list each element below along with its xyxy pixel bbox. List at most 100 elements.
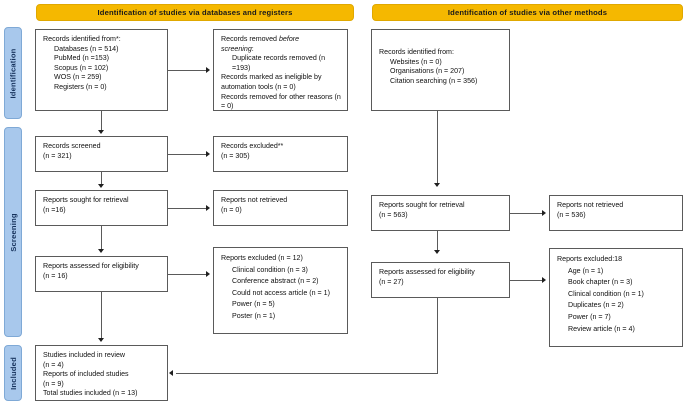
connector-sought-to-not-retrieved-other [510, 213, 543, 214]
box-reports-sought-retrieval-other: Reports sought for retrieval (n = 563) [371, 195, 510, 231]
box-line: Reports assessed for eligibility [379, 268, 475, 276]
box-line: (n = 536) [557, 210, 586, 219]
box-item: Clinical condition (n = 1) [568, 289, 644, 298]
box-item: Websites (n = 0) [390, 57, 442, 66]
box-line: (n = 27) [379, 277, 404, 286]
box-item: Could not access article (n = 1) [232, 288, 330, 297]
arrowhead-right [206, 67, 210, 73]
box-line: (n = 0) [221, 205, 242, 214]
stage-label-text: Identification [8, 47, 18, 99]
box-line: Total studies included (n = 13) [43, 389, 138, 398]
connector-screened-to-excluded [168, 154, 207, 155]
box-records-removed-before-screening: Records removed before screening: Duplic… [213, 29, 348, 111]
box-records-identified-other: Records identified from: Websites (n = 0… [371, 29, 510, 111]
box-line: Reports of included studies [43, 370, 129, 379]
band-label: Identification of studies via other meth… [447, 8, 608, 17]
box-item: Scopus (n = 102) [54, 63, 109, 72]
arrowhead-right [542, 210, 546, 216]
box-item: Conference abstract (n = 2) [232, 277, 319, 286]
stage-label-included: Included [4, 345, 22, 401]
box-records-screened: Records screened (n = 321) [35, 136, 168, 172]
box-title-emphasis2: screening [221, 44, 252, 53]
connector-sought-to-assessed [101, 226, 102, 250]
box-title-post: : [251, 44, 254, 53]
box-line: (n = 9) [43, 379, 64, 388]
box-item: Book chapter (n = 3) [568, 278, 633, 287]
box-line: Records screened [43, 142, 101, 150]
arrowhead-right [206, 271, 210, 277]
connector-identified-to-removed [168, 70, 207, 71]
box-item: Poster (n = 1) [232, 311, 276, 320]
connector-assessed-to-excluded [168, 274, 207, 275]
connector-sought-to-not-retrieved [168, 208, 207, 209]
connector-identified-to-screened [101, 111, 102, 131]
box-title-line1: Records removed before [221, 35, 341, 45]
box-reports-excluded-databases: Reports excluded (n = 12) Clinical condi… [213, 247, 348, 334]
box-line: (n = 563) [379, 210, 408, 219]
box-item: WOS (n = 259) [54, 73, 102, 82]
connector-assessed-to-excluded-other [510, 280, 543, 281]
box-line: Reports sought for retrieval [43, 196, 129, 204]
box-title-line2: screening: [221, 45, 341, 55]
box-line: (n = 4) [43, 360, 64, 369]
box-reports-excluded-other: Reports excluded:18 Age (n = 1) Book cha… [549, 248, 683, 347]
box-reports-assessed-eligibility-other: Reports assessed for eligibility (n = 27… [371, 262, 510, 298]
connector-other-to-included-horizontal [176, 373, 438, 374]
box-item: Records marked as ineligible by automati… [221, 73, 322, 91]
box-line: (n =16) [43, 205, 66, 214]
box-reports-assessed-eligibility-databases: Reports assessed for eligibility (n = 16… [35, 256, 168, 292]
arrowhead-down [98, 249, 104, 253]
stage-label-screening: Screening [4, 127, 22, 337]
box-item: PubMed (n =153) [54, 54, 110, 63]
box-item: Clinical condition (n = 3) [232, 265, 308, 274]
box-title: Records identified from*: [43, 35, 121, 43]
arrowhead-down [434, 183, 440, 187]
stage-label-text: Screening [8, 212, 18, 252]
box-item: Review article (n = 4) [568, 324, 635, 333]
band-label: Identification of studies via databases … [97, 8, 293, 17]
box-item: Citation searching (n = 356) [390, 76, 478, 85]
box-item: Duplicates (n = 2) [568, 301, 624, 310]
box-item: Records removed for other reasons (n = 0… [221, 92, 341, 111]
arrowhead-right [206, 151, 210, 157]
box-line: Reports assessed for eligibility [43, 262, 139, 270]
box-line: Reports not retrieved [557, 201, 624, 209]
box-line: Studies included in review [43, 351, 126, 359]
connector-other-identified-to-sought [437, 111, 438, 183]
box-line: Reports not retrieved [221, 196, 288, 204]
connector-assessed-to-included [101, 292, 102, 338]
box-line: Records excluded** [221, 142, 284, 150]
band-identification-databases: Identification of studies via databases … [36, 4, 354, 21]
box-records-identified-databases: Records identified from*: Databases (n =… [35, 29, 168, 111]
arrowhead-right [542, 277, 546, 283]
arrowhead-down [98, 338, 104, 342]
box-item: Age (n = 1) [568, 266, 604, 275]
box-item: Organisations (n = 207) [390, 67, 465, 76]
arrowhead-right [206, 205, 210, 211]
box-title-pre: Records removed [221, 35, 279, 43]
arrowhead-down [434, 250, 440, 254]
box-title: Reports excluded (n = 12) [221, 254, 303, 262]
box-line: Reports sought for retrieval [379, 201, 465, 209]
box-line: (n = 321) [43, 151, 72, 160]
box-reports-sought-retrieval-databases: Reports sought for retrieval (n =16) [35, 190, 168, 226]
box-reports-not-retrieved-other: Reports not retrieved (n = 536) [549, 195, 683, 231]
box-reports-not-retrieved-databases: Reports not retrieved (n = 0) [213, 190, 348, 226]
box-item: Databases (n = 514) [54, 44, 119, 53]
box-line: (n = 305) [221, 151, 250, 160]
box-studies-included: Studies included in review (n = 4) Repor… [35, 345, 168, 401]
connector-screened-to-sought [101, 172, 102, 185]
box-title: Records identified from: [379, 48, 454, 56]
box-line: (n = 16) [43, 271, 68, 280]
box-title: Reports excluded:18 [557, 255, 623, 263]
connector-sought-to-assessed-other [437, 231, 438, 250]
stage-label-identification: Identification [4, 27, 22, 119]
box-item: Power (n = 5) [232, 300, 275, 309]
connector-other-to-included-vertical [437, 298, 438, 373]
arrowhead-left [169, 370, 173, 376]
arrowhead-down [98, 130, 104, 134]
arrowhead-down [98, 184, 104, 188]
box-item: Duplicate records removed (n =193) [232, 54, 326, 72]
box-records-excluded: Records excluded** (n = 305) [213, 136, 348, 172]
